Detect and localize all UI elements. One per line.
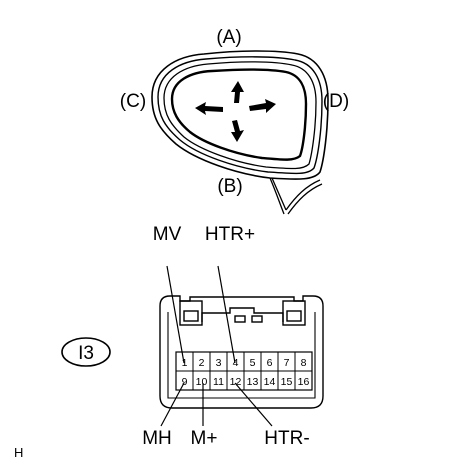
pin-number: 5 [250, 357, 256, 369]
leader-mv [166, 265, 185, 364]
leader-lines [160, 265, 273, 427]
pin-number: 7 [284, 357, 290, 369]
connector-shell [159, 295, 324, 409]
mirror-stem [269, 177, 323, 215]
footer-code: H [14, 445, 23, 460]
arrow-up-icon [231, 81, 244, 103]
mirror-assembly [151, 50, 329, 215]
pin-grid-dividers [192, 352, 296, 390]
pin-number: 13 [247, 376, 259, 388]
pin-row-bottom: 9 10 11 12 13 14 15 16 [182, 376, 310, 388]
pin-number: 3 [216, 357, 222, 369]
latch-slot-2 [251, 315, 263, 323]
mirror-housing-ring-2 [157, 56, 323, 175]
latch-slot-1 [234, 315, 246, 323]
wire-label-mv: MV [153, 224, 182, 245]
lock-tab-left-inner [183, 310, 199, 322]
connector-id-oval [61, 337, 111, 367]
connector-inner-wall [167, 312, 316, 399]
connector-id-label: I3 [78, 343, 94, 364]
wire-label-htr-plus: HTR+ [205, 224, 255, 245]
leader-htr-plus [217, 265, 236, 364]
pin-number: 11 [213, 376, 224, 388]
mirror-housing-ring-3 [163, 61, 317, 170]
wire-label-htr-minus: HTR- [264, 428, 309, 449]
center-latch [201, 307, 284, 322]
pin-number: 16 [298, 376, 310, 388]
arrow-right-icon [249, 99, 276, 113]
pin-number: 12 [230, 376, 242, 388]
mirror-housing-outer [151, 50, 329, 180]
direction-label-c: (C) [120, 91, 146, 112]
pin-number: 10 [196, 376, 208, 388]
pin-number: 2 [199, 357, 205, 369]
direction-arrows [195, 81, 276, 142]
pin-number: 4 [233, 357, 239, 369]
wire-label-mh: MH [142, 428, 172, 449]
pin-number: 1 [182, 357, 188, 369]
direction-label-b: (B) [217, 176, 242, 197]
arrow-left-icon [195, 102, 223, 115]
mirror-glass [170, 68, 308, 161]
connector-id-badge: I3 [61, 337, 111, 367]
direction-label-d: (D) [323, 91, 349, 112]
pin-number: 14 [264, 376, 276, 388]
pin-number: 6 [267, 357, 273, 369]
pin-number: 15 [281, 376, 293, 388]
wire-label-m-plus: M+ [191, 428, 218, 449]
arrow-down-icon [231, 120, 244, 142]
pin-row-top: 1 2 3 4 5 6 7 8 [182, 357, 307, 369]
lock-tab-right-inner [286, 310, 302, 322]
pin-number: 9 [182, 376, 188, 388]
direction-label-a: (A) [216, 27, 241, 48]
connector-body [159, 295, 324, 409]
pin-number: 8 [301, 357, 307, 369]
